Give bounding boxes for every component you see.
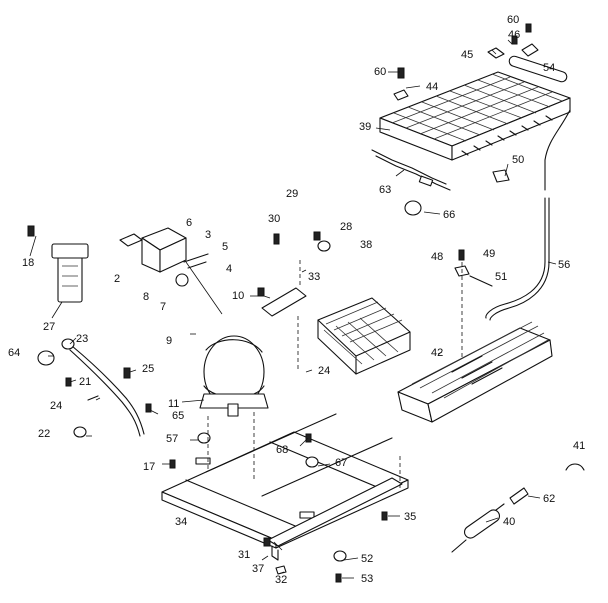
- callout-label: 68: [276, 444, 288, 456]
- callout-label: 23: [76, 333, 88, 345]
- capillary-drier: [451, 463, 585, 553]
- callout-label: 65: [172, 410, 184, 422]
- callout-label: 57: [166, 433, 178, 445]
- callout-label: 46: [508, 29, 520, 41]
- callout-label: 45: [461, 49, 473, 61]
- callout-label: 56: [558, 259, 570, 271]
- callout-label: 6: [186, 217, 192, 229]
- callout-label: 2: [114, 273, 120, 285]
- callout-label: 62: [543, 493, 555, 505]
- evaporator-coil: [379, 55, 571, 161]
- callout-label: 4: [226, 263, 232, 275]
- callout-label: 10: [232, 290, 244, 302]
- callout-label: 41: [573, 440, 585, 452]
- callout-label: 51: [495, 271, 507, 283]
- callout-label: 17: [143, 461, 155, 473]
- callout-label: 8: [143, 291, 149, 303]
- alignment-lines: [207, 316, 401, 488]
- callout-label: 60: [374, 66, 386, 78]
- upper-fasteners: [393, 23, 539, 216]
- callout-label: 30: [268, 213, 280, 225]
- callout-label: 42: [431, 347, 443, 359]
- condenser-rack: [317, 297, 411, 375]
- lower-fasteners: [169, 432, 388, 583]
- callout-label: 48: [431, 251, 443, 263]
- filter-dryer: [27, 225, 89, 303]
- callout-label: 38: [360, 239, 372, 251]
- callout-label: 3: [205, 229, 211, 241]
- callout-label: 34: [175, 516, 187, 528]
- mounting-bracket: [257, 231, 331, 317]
- wire-harness: [37, 338, 152, 438]
- callout-label: 60: [507, 14, 519, 26]
- callout-label: 24: [50, 400, 62, 412]
- callout-label: 25: [142, 363, 154, 375]
- callout-label: 50: [512, 154, 524, 166]
- callout-label: 49: [483, 248, 495, 260]
- callout-label: 7: [160, 301, 166, 313]
- thermostat-bracket: [454, 249, 493, 360]
- callout-label: 24: [318, 365, 330, 377]
- base-frame: [161, 413, 409, 549]
- callout-label: 64: [8, 347, 20, 359]
- callout-label: 31: [238, 549, 250, 561]
- defrost-heater: [371, 149, 451, 191]
- callout-label: 53: [361, 573, 373, 585]
- callout-label: 33: [308, 271, 320, 283]
- callout-label: 39: [359, 121, 371, 133]
- callout-label: 35: [404, 511, 416, 523]
- compressor: [199, 335, 269, 417]
- callout-label: 66: [443, 209, 455, 221]
- callout-label: 9: [166, 335, 172, 347]
- callout-label: 28: [340, 221, 352, 233]
- callout-label: 67: [335, 457, 347, 469]
- evaporator-cover: [397, 321, 553, 423]
- callout-label: 5: [222, 241, 228, 253]
- relay-overload: [119, 227, 223, 315]
- callout-label: 22: [38, 428, 50, 440]
- callout-label: 27: [43, 321, 55, 333]
- callout-labels: 60 46 45 54 60 44 39 50 63 66 29 30 28 3…: [8, 14, 585, 586]
- callout-label: 11: [168, 398, 179, 410]
- callout-label: 37: [252, 563, 264, 575]
- callout-label: 21: [79, 376, 91, 388]
- callout-label: 29: [286, 188, 298, 200]
- leader-lines: [29, 39, 557, 579]
- callout-label: 54: [543, 62, 555, 74]
- callout-label: 32: [275, 574, 287, 586]
- base-rail: [263, 477, 403, 561]
- callout-label: 40: [503, 516, 515, 528]
- callout-label: 18: [22, 257, 34, 269]
- callout-label: 52: [361, 553, 373, 565]
- callout-label: 63: [379, 184, 391, 196]
- callout-label: 44: [426, 81, 438, 93]
- refrigerant-line: [485, 109, 571, 321]
